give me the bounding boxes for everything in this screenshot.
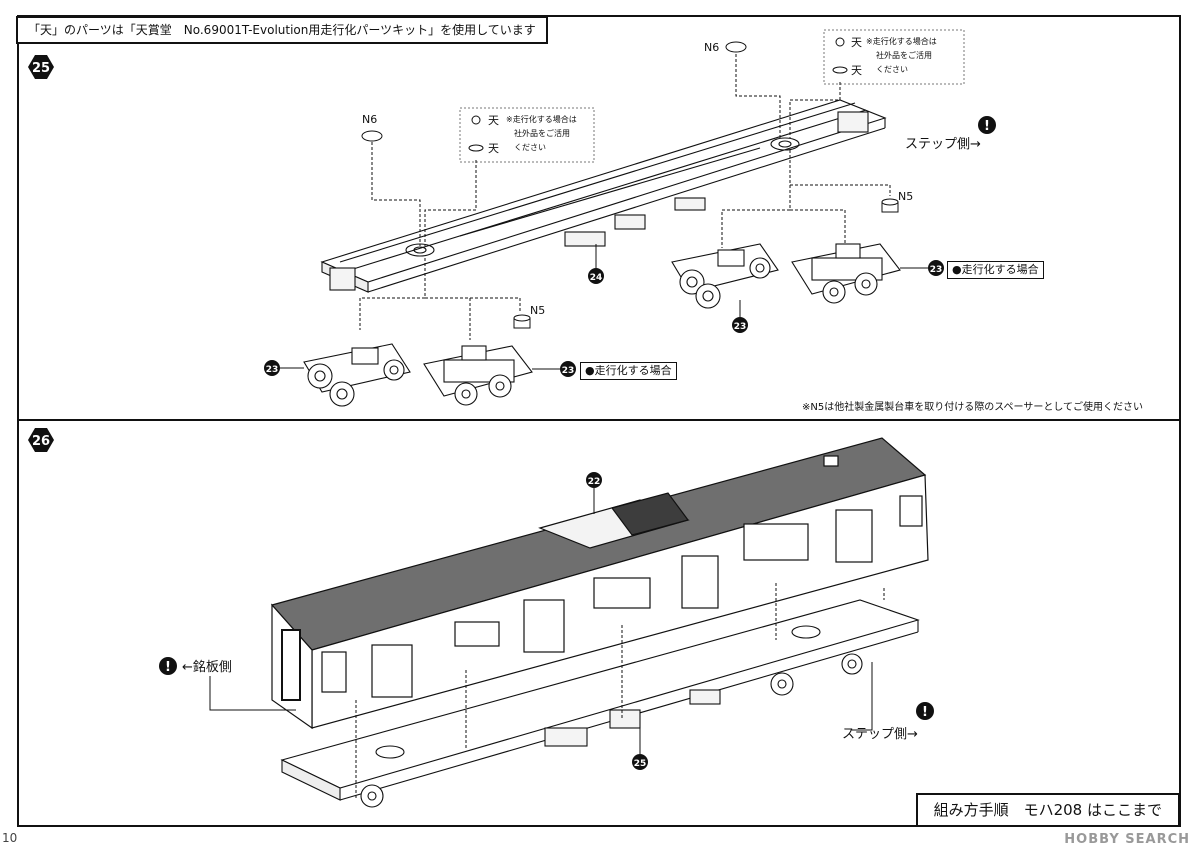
running-option-label-upper: ●走行化する場合 (947, 261, 1044, 279)
part-23-badge-upper-right: 23 (928, 260, 944, 276)
svg-text:23: 23 (266, 365, 279, 375)
part-23-badge-upper-bottom: 23 (732, 317, 748, 333)
svg-text:!: ! (165, 660, 171, 675)
svg-text:23: 23 (562, 366, 575, 376)
step-side-marker-26: ステップ側→ ! (842, 702, 934, 742)
underframe-26 (280, 599, 920, 808)
svg-text:!: ! (984, 119, 990, 134)
svg-text:23: 23 (930, 265, 943, 275)
svg-text:※走行化する場合は: ※走行化する場合は (506, 114, 577, 124)
svg-text:26: 26 (32, 434, 50, 449)
leader-lines-left (359, 142, 521, 340)
header-note: 「天」のパーツは「天賞堂 No.69001T-Evolution用走行化パーツキ… (16, 16, 548, 44)
part-23-badge-lower-right: 23 (560, 361, 576, 377)
bogie-powered-upper (791, 243, 901, 304)
chassis-frame-left (320, 99, 887, 293)
bogie-trailer-lower (303, 343, 411, 407)
n5-spacer-right: N5 (881, 190, 913, 213)
n5-spacer-left: N5 (513, 304, 545, 329)
svg-text:N5: N5 (530, 304, 545, 317)
step-25-badge: 25 (28, 55, 54, 79)
svg-text:23: 23 (734, 322, 747, 332)
ten-screw-washer-right: 天 天 ※走行化する場合は 社外品をご活用 ください (823, 29, 965, 85)
svg-text:ください: ください (876, 65, 908, 74)
callout-lines-25 (280, 244, 928, 370)
n5-spacer-note: ※N5は他社製金属製台車を取り付ける際のスペーサーとしてご使用ください (802, 402, 1144, 413)
svg-text:25: 25 (32, 61, 50, 76)
svg-text:N6: N6 (362, 113, 377, 126)
svg-text:天: 天 (488, 142, 499, 155)
svg-text:天: 天 (851, 36, 862, 49)
svg-text:ステップ側→: ステップ側→ (905, 137, 981, 152)
bogie-powered-lower (423, 345, 533, 406)
svg-text:※走行化する場合は: ※走行化する場合は (866, 36, 937, 46)
bogie-trailer-upper (671, 243, 779, 309)
svg-text:天: 天 (851, 64, 862, 77)
svg-text:ステップ側→: ステップ側→ (842, 727, 918, 742)
svg-text:天: 天 (488, 114, 499, 127)
footer-title: 組み方手順 モハ208 はここまで (915, 793, 1180, 827)
part-25-badge: 25 (632, 754, 648, 770)
part-22-badge: 22 (586, 472, 602, 488)
svg-text:22: 22 (588, 477, 601, 487)
running-option-label-lower: ●走行化する場合 (580, 362, 677, 380)
name-plate-marker: ! ←銘板側 (159, 657, 232, 675)
svg-text:ください: ください (514, 143, 546, 152)
part-23-badge-lower-left: 23 (264, 360, 280, 376)
watermark-logo: HOBBY SEARCH (1064, 832, 1190, 847)
leader-lines-right (721, 54, 891, 248)
n6-disc-right: N6 (704, 41, 747, 54)
alignment-lines-26 (355, 583, 885, 800)
svg-text:←銘板側: ←銘板側 (182, 660, 232, 675)
step-26-badge: 26 (28, 428, 54, 452)
ten-screw-washer-left: 天 天 ※走行化する場合は 社外品をご活用 ください (459, 107, 595, 163)
n6-disc-left: N6 (361, 113, 383, 142)
page-number: 10 (2, 831, 18, 845)
svg-text:N5: N5 (898, 190, 913, 203)
svg-text:N6: N6 (704, 41, 719, 54)
svg-text:社外品をご活用: 社外品をご活用 (514, 128, 570, 138)
svg-text:25: 25 (634, 759, 647, 769)
callout-lines-26 (209, 488, 873, 754)
svg-text:社外品をご活用: 社外品をご活用 (876, 50, 932, 60)
car-body (270, 437, 929, 730)
svg-text:24: 24 (590, 273, 603, 283)
part-24-badge: 24 (588, 268, 604, 284)
svg-text:!: ! (922, 705, 928, 720)
step-side-marker-25: ステップ側→ ! (905, 116, 996, 152)
